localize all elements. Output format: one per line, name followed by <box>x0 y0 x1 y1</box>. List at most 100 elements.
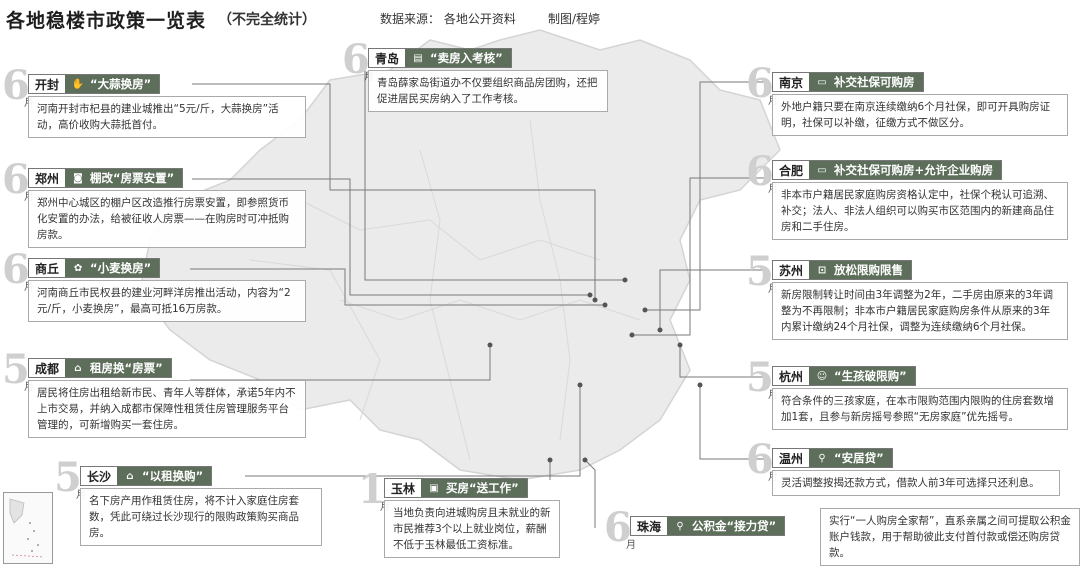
south-china-sea-inset <box>3 492 53 564</box>
policy-label: “卖房入考核” <box>430 51 503 65</box>
baby-icon: ☺ <box>816 370 828 382</box>
policy-name: ▤ “卖房入考核” <box>405 49 511 67</box>
policy-label: 放松限购限售 <box>834 263 904 277</box>
city-name: 开封 <box>29 75 66 93</box>
city-dot <box>547 457 553 463</box>
city-dot <box>582 457 588 463</box>
policy-label: “大蒜换房” <box>90 77 152 91</box>
policy-label: 公积金“接力贷” <box>692 519 777 533</box>
page-subtitle: （不完全统计） <box>218 12 316 28</box>
person-icon: ⚲ <box>676 520 684 532</box>
policy-name: ▭补交社保可购房+允许企业购房 <box>809 161 1002 179</box>
province-border <box>419 149 471 461</box>
city-name: 南京 <box>773 73 810 91</box>
city-name: 珠海 <box>631 517 668 535</box>
policy-name: ◙ 棚改“房票安置” <box>65 169 183 187</box>
policy-label: “生孩破限购” <box>834 369 907 383</box>
policy-tag: 杭州 ☺ “生孩破限购” <box>772 366 916 386</box>
person-icon: ⚲ <box>818 452 826 464</box>
leader-line-hefei <box>632 177 768 336</box>
policy-description: 非本市户籍居民家庭购房资格认定中，社保个税认可追溯、补交；法人、非法人组织可以购… <box>772 182 1068 240</box>
unlock-icon: ⊡ <box>817 264 827 276</box>
camera-icon: ◙ <box>73 172 83 184</box>
month-unit: 月 <box>626 540 636 551</box>
policy-label: 买房“送工作” <box>446 481 519 495</box>
policy-tag: 成都⌂租房换“房票” <box>28 358 172 378</box>
month-number: 5 <box>54 454 82 501</box>
policy-name: ✿“小麦换房” <box>65 259 160 277</box>
leader-line-kaifeng <box>192 83 596 300</box>
city-dot <box>602 302 608 308</box>
city-dot <box>577 382 583 388</box>
thumbs-up-icon: ✋ <box>71 78 85 90</box>
clipboard-icon: ▤ <box>413 52 423 64</box>
month-number: 6 <box>746 148 774 195</box>
policy-description: 新房限制转让时间由3年调整为2年，二手房由原来的3年调整为不再限制；非本市户籍居… <box>772 282 1068 340</box>
policy-tag: 青岛 ▤ “卖房入考核” <box>368 48 512 68</box>
policy-tag: 郑州◙棚改“房票安置” <box>28 168 184 188</box>
china-map-outline <box>139 29 781 481</box>
policy-name: ☺ “生孩破限购” <box>809 367 915 385</box>
chart-author: 制图/程婷 <box>548 12 601 26</box>
city-dot <box>587 292 593 298</box>
inset-map <box>9 498 45 558</box>
leader-line-wenzhou <box>699 385 768 460</box>
city-dot <box>592 297 598 303</box>
card-icon: ▭ <box>817 76 827 88</box>
leader-line-nanjing <box>645 81 768 311</box>
city-dot <box>657 327 663 333</box>
city-name: 杭州 <box>773 367 810 385</box>
policy-label: 棚改“房票安置” <box>90 171 175 185</box>
policy-tag: 开封 ✋ “大蒜换房” <box>28 74 161 94</box>
leader-line-zhuhai <box>584 459 596 528</box>
month-number: 6 <box>2 62 30 109</box>
city-name: 成都 <box>29 359 66 377</box>
policy-description: 青岛薛家岛街道办不仅要组织商品房团购，还把促进居民买房纳入了工作考核。 <box>368 70 608 112</box>
policy-name: ▣买房“送工作” <box>421 479 527 497</box>
policy-tag: 长沙 ⌂ “以租换购” <box>80 466 213 486</box>
policy-tag: 玉林▣买房“送工作” <box>384 478 528 498</box>
policy-tag: 珠海 ⚲ 公积金“接力贷” <box>630 516 786 536</box>
data-source: 数据来源： 各地公开资料 <box>380 12 516 26</box>
city-dot <box>622 277 628 283</box>
policy-name: ✋ “大蒜换房” <box>65 75 160 93</box>
leader-line-shangqiu <box>190 268 605 306</box>
policy-tag: 苏州⊡放松限购限售 <box>772 260 913 280</box>
province-border <box>249 259 381 421</box>
city-dot <box>642 307 648 313</box>
policy-description: 实行“一人购房全家帮”，直系亲属之间可提取公积金账户钱款，用于帮助彼此支付首付款… <box>820 508 1080 566</box>
leader-line-suzhou <box>659 269 768 330</box>
policy-tag: 合肥▭补交社保可购房+允许企业购房 <box>772 160 1003 180</box>
leader-line-zhengzhou <box>192 178 590 296</box>
policy-label: 补交社保可购房 <box>834 75 915 89</box>
city-name: 温州 <box>773 449 810 467</box>
month-number: 6 <box>342 36 370 83</box>
month-number: 6 <box>746 60 774 107</box>
month-number: 5 <box>746 354 774 401</box>
policy-description: 灵活调整按揭还款方式，借款人前3年可选择只还利息。 <box>772 470 1060 496</box>
policy-label: “以租换购” <box>142 469 204 483</box>
policy-description: 郑州中心城区的棚户区改造推行房票安置，即参照货币化安置的办法，给被征收人房票——… <box>28 190 306 248</box>
policy-description: 外地户籍只要在南京连续缴纳6个月社保，即可开具购房证明，社保可以补缴，征缴方式不… <box>772 94 1068 136</box>
city-name: 青岛 <box>369 49 406 67</box>
month-number: 5 <box>746 248 774 295</box>
leader-line-changsha <box>245 385 581 477</box>
policy-description: 居民将住房出租给新市民、青年人等群体，承诺5年内不上市交易，并纳入成都市保障性租… <box>28 380 306 438</box>
policy-name: ⌂租房换“房票” <box>65 359 171 377</box>
city-name: 长沙 <box>81 467 118 485</box>
policy-name: ⚲ 公积金“接力贷” <box>667 517 785 535</box>
policy-description: 符合条件的三孩家庭，在本市限购范围内限购的住房套数增加1套，且参与新房摇号参照“… <box>772 388 1068 430</box>
month-number: 6 <box>2 156 30 203</box>
month-number: 5 <box>2 346 30 393</box>
house-icon: ⌂ <box>126 470 134 482</box>
policy-tag: 温州⚲“安居贷” <box>772 448 893 468</box>
policy-name: ⌂ “以租换购” <box>117 467 212 485</box>
policy-description: 河南商丘市民权县的建业河畔洋房推出活动，内容为“2元/斤，小麦换房”，最高可抵1… <box>28 280 306 322</box>
policy-label: “小麦换房” <box>90 261 152 275</box>
city-name: 商丘 <box>29 259 66 277</box>
month-number: 6 <box>2 246 30 293</box>
policy-label: 补交社保可购房+允许企业购房 <box>834 163 994 177</box>
month-number: 1 <box>358 466 386 513</box>
leader-line-qingdao <box>364 70 625 281</box>
